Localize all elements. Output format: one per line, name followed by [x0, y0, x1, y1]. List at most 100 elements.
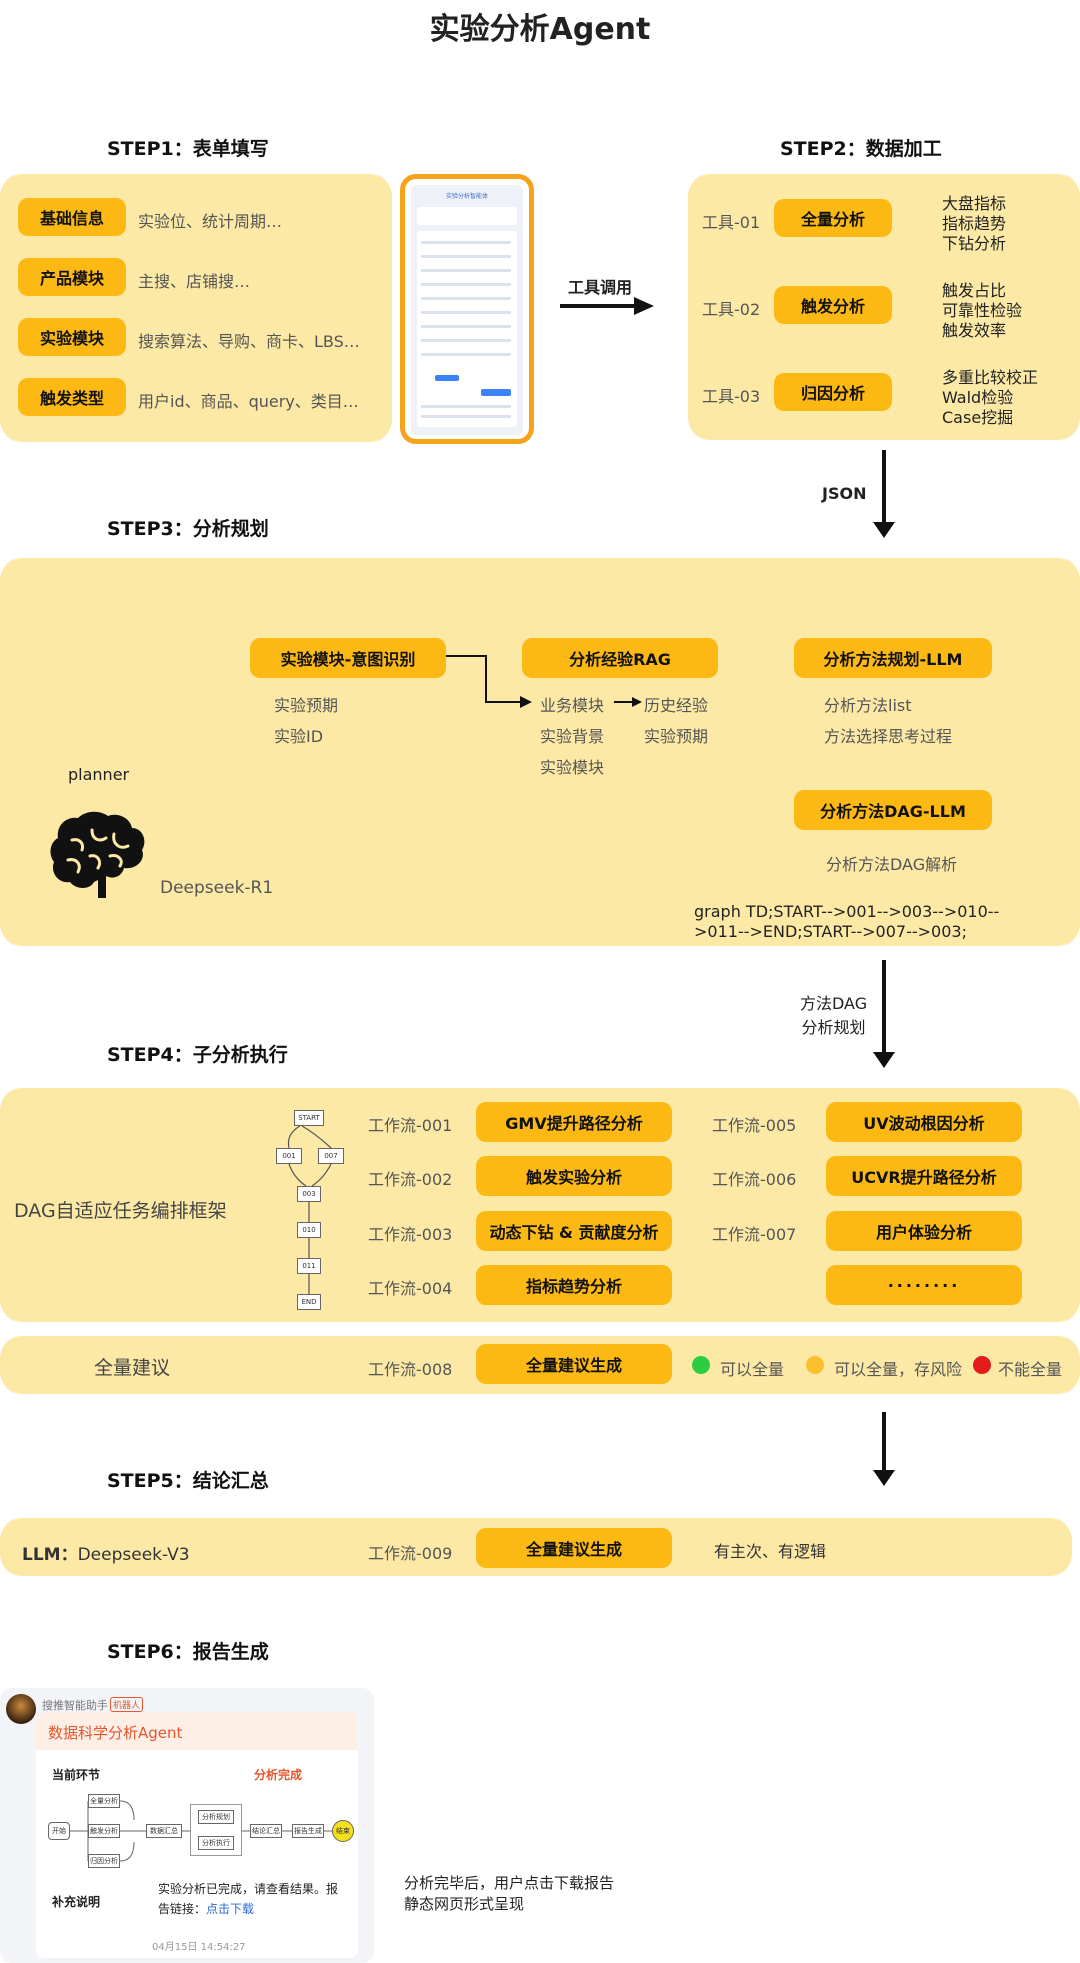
report-card-title: 数据科学分析Agent — [48, 1724, 183, 1742]
dag-arrow-line: 方法DAG — [800, 994, 868, 1013]
rag-item: 历史经验 — [644, 696, 709, 715]
mini-node: 011 — [297, 1258, 321, 1274]
workflow-id: 工作流-001 — [368, 1116, 453, 1135]
step2-heading: STEP2：数据加工 — [780, 138, 942, 160]
tool-call-arrow — [560, 297, 654, 315]
method-dag-node: 分析方法DAG-LLM — [794, 790, 992, 830]
dag-arrow-line: 分析规划 — [801, 1018, 866, 1037]
bot-tag: 机器人 — [110, 1697, 144, 1712]
tool-id-03: 工具-03 — [702, 387, 761, 406]
method-planning-node: 分析方法规划-LLM — [794, 638, 992, 678]
step5-heading: STEP5：结论汇总 — [107, 1470, 269, 1492]
mini-dag-edges — [287, 1125, 332, 1294]
full-suggestion-node: 全量建议生成 — [476, 1344, 672, 1384]
workflow-id: 工作流-002 — [368, 1170, 453, 1189]
intent-to-rag-connector — [446, 655, 532, 708]
full-suggestion-title: 全量建议 — [94, 1357, 171, 1379]
tool-detail: 可靠性检验 — [942, 301, 1023, 320]
report-note-1: 分析完毕后，用户点击下载报告 — [404, 1874, 615, 1892]
workflow-id: 工作流-006 — [712, 1170, 797, 1189]
workflow-node: 动态下钻 & 贡献度分析 — [476, 1211, 672, 1251]
step6-heading: STEP6：报告生成 — [107, 1641, 269, 1663]
dag-arrow-label: 方法DAG 分析规划 — [800, 990, 867, 1038]
dag-arrow — [873, 960, 895, 1068]
tool-id-01: 工具-01 — [702, 213, 761, 232]
tool-label-trigger: 触发分析 — [774, 286, 892, 324]
method-item: 分析方法list — [824, 696, 912, 715]
llm-label: LLM：Deepseek-V3 — [22, 1540, 190, 1565]
avatar — [6, 1694, 36, 1724]
tool-id-02: 工具-02 — [702, 300, 761, 319]
workflow-id: 工作流-005 — [712, 1116, 797, 1135]
conclusion-note: 有主次、有逻辑 — [714, 1542, 827, 1561]
form-label-product: 产品模块 — [18, 258, 126, 296]
planner-model: Deepseek-R1 — [160, 878, 274, 898]
llm-model: Deepseek-V3 — [77, 1545, 190, 1565]
tool-detail: 触发占比 — [942, 281, 1007, 300]
form-desc-trigger: 用户id、商品、query、类目… — [138, 392, 359, 411]
mini-node: 007 — [318, 1148, 344, 1164]
flow-node: 开始 — [48, 1822, 70, 1840]
workflow-node: GMV提升路径分析 — [476, 1102, 672, 1142]
legend-dot-green — [692, 1356, 710, 1374]
extra-text: 实验分析已完成，请查看结果。报 — [158, 1882, 339, 1896]
brain-icon — [50, 811, 145, 898]
graph-line-1: graph TD;START-->001-->003-->010-- — [694, 902, 1000, 921]
tool-call-label: 工具调用 — [568, 278, 633, 297]
step1-heading: STEP1：表单填写 — [107, 138, 269, 160]
json-label: JSON — [822, 484, 867, 503]
extra-text-prefix: 告链接： — [158, 1902, 207, 1916]
form-label-trigger: 触发类型 — [18, 378, 126, 416]
intent-item: 实验预期 — [274, 696, 339, 715]
rag-node: 分析经验RAG — [522, 638, 718, 678]
tool-detail: 大盘指标 — [942, 194, 1007, 213]
workflow-more: ········ — [826, 1265, 1022, 1305]
phone-header: 实验分析智能体 — [445, 193, 488, 200]
mini-node: 010 — [297, 1222, 321, 1238]
workflow-id: 工作流-003 — [368, 1225, 453, 1244]
json-arrow — [873, 450, 895, 538]
form-desc-product: 主搜、店铺搜… — [138, 272, 251, 291]
flow-node: 分析规划 — [198, 1810, 234, 1824]
stage-label: 当前环节 — [52, 1768, 101, 1782]
conclusion-node: 全量建议生成 — [476, 1528, 672, 1568]
form-label-experiment: 实验模块 — [18, 318, 126, 356]
legend-text: 不能全量 — [998, 1360, 1063, 1379]
flow-node: 全量分析 — [88, 1794, 120, 1808]
extra-label: 补充说明 — [52, 1895, 101, 1909]
tool-label-full: 全量分析 — [774, 199, 892, 237]
message-time: 04月15日 14:54:27 — [152, 1942, 246, 1953]
rag-item: 实验预期 — [644, 727, 709, 746]
flow-node: 分析执行 — [198, 1836, 234, 1850]
report-flow-edges — [70, 1800, 332, 1862]
form-desc-experiment: 搜索算法、导购、商卡、LBS… — [138, 332, 360, 351]
mini-node: 003 — [297, 1186, 321, 1202]
workflow-id: 工作流-008 — [368, 1360, 453, 1379]
flow-group — [190, 1804, 242, 1856]
report-card-header — [36, 1712, 358, 1750]
flow-node: 结束 — [332, 1820, 354, 1842]
step4-heading: STEP4：子分析执行 — [107, 1044, 288, 1066]
method-item: 方法选择思考过程 — [824, 727, 953, 746]
workflow-id: 工作流-007 — [712, 1225, 797, 1244]
workflow-id: 工作流-009 — [368, 1544, 453, 1563]
bot-name: 搜推智能助手 — [42, 1699, 108, 1712]
step3-heading: STEP3：分析规划 — [107, 518, 269, 540]
tool-label-attribution: 归因分析 — [774, 373, 892, 411]
graph-line-2: >011-->END;START-->007-->003; — [694, 922, 967, 941]
workflow-id: 工作流-004 — [368, 1279, 453, 1298]
legend-text: 可以全量，存风险 — [834, 1360, 963, 1379]
tool-detail: 指标趋势 — [942, 214, 1007, 233]
phone-mockup: 实验分析智能体 — [400, 174, 534, 444]
flow-node: 结论汇总 — [250, 1824, 282, 1838]
tool-detail: 多重比较校正 — [942, 368, 1039, 387]
legend-text: 可以全量 — [720, 1360, 785, 1379]
workflow-node: UV波动根因分析 — [826, 1102, 1022, 1142]
llm-label-key: LLM： — [22, 1545, 78, 1565]
download-link[interactable]: 点击下载 — [206, 1902, 255, 1916]
step3-panel — [0, 558, 1080, 946]
workflow-node: 指标趋势分析 — [476, 1265, 672, 1305]
rag-inner-arrow — [614, 697, 642, 707]
tool-detail: 下钻分析 — [942, 234, 1007, 253]
workflow-node: 触发实验分析 — [476, 1156, 672, 1196]
